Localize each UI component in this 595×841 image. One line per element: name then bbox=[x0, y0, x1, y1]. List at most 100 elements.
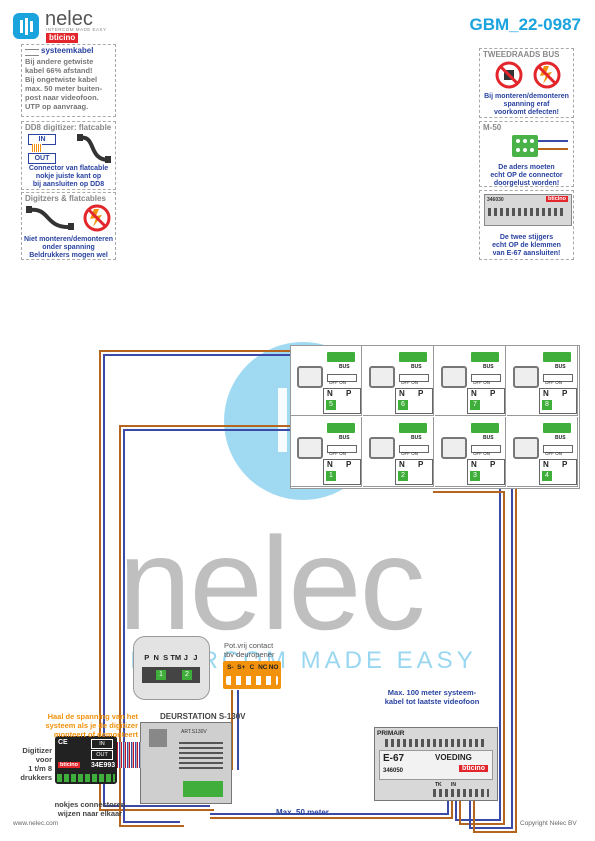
contact-title-line: tbv deuropener bbox=[224, 650, 275, 659]
note-line: echt OP de klemmen bbox=[492, 242, 561, 249]
nelec-logo: nelec INTERCOM MADE EASY bticino bbox=[13, 8, 123, 48]
camera-icon bbox=[149, 729, 167, 747]
cable-icon bbox=[25, 49, 39, 56]
p-label: P bbox=[562, 460, 568, 469]
videophone-number: 3 bbox=[470, 471, 480, 481]
terminal-marker: 2 bbox=[182, 670, 192, 680]
videophone-cell: BUS OFF ON N P 7 bbox=[435, 346, 506, 416]
cable-brown-riser1 bbox=[433, 491, 505, 825]
bus-label: BUS bbox=[555, 435, 566, 441]
note-line: wijzen naar elkaar bbox=[57, 809, 123, 818]
terminal-zoom-circle: P N S TM J J 1 2 bbox=[133, 636, 210, 700]
note-line: doorgelust worden! bbox=[493, 180, 560, 187]
n-label: N bbox=[543, 389, 549, 398]
terminal-label: S bbox=[163, 653, 169, 662]
digitizer-code: 34E993 bbox=[91, 762, 116, 769]
p-label: P bbox=[346, 460, 352, 469]
bus-connector bbox=[471, 423, 499, 433]
note-line: max. 50 meter buiten- bbox=[25, 84, 103, 93]
door-station: ART.S130V bbox=[140, 722, 232, 804]
videophone-cell: BUS OFF ON N P 6 bbox=[363, 346, 434, 416]
np-table: N P 6 bbox=[395, 388, 433, 414]
power-supply-e67: PRIMAIR E-67 VOEDING 346050 bticino TK I… bbox=[374, 727, 498, 801]
bus-connector bbox=[327, 352, 355, 362]
n-label: N bbox=[399, 389, 405, 398]
p-label: P bbox=[490, 389, 496, 398]
note-digitzers-flatcables: Digitzers & flatcables Niet monteren/dem… bbox=[21, 192, 116, 260]
label-line: 1 t/m 8 bbox=[28, 764, 52, 773]
no-plug-icon bbox=[495, 61, 523, 89]
note-systeemkabel: systeemkabel Bij andere getwiste kabel 6… bbox=[21, 44, 116, 117]
flatcable-icon bbox=[32, 144, 42, 152]
monitor-icon bbox=[441, 366, 467, 388]
switch-label: OFF ON bbox=[545, 451, 562, 456]
label-line: drukkers bbox=[20, 773, 52, 782]
videophone-number: 8 bbox=[542, 400, 552, 410]
videophone-number: 2 bbox=[398, 471, 408, 481]
note-line: UTP op aanvraag. bbox=[25, 102, 89, 111]
document-code: GBM_22-0987 bbox=[469, 15, 581, 34]
door-station-title: DEURSTATION S-130V bbox=[160, 712, 246, 721]
note-e67-stijgers: 346030 bticino De twee stijgers echt OP … bbox=[479, 190, 574, 260]
psu-terminal-in: IN bbox=[451, 782, 456, 788]
footer-url: www.nelec.com bbox=[13, 820, 59, 827]
bus-label: BUS bbox=[411, 364, 422, 370]
note-line: bij aansluiten op DD8 bbox=[32, 181, 105, 188]
switch-label: OFF ON bbox=[401, 380, 418, 385]
speaker-grille bbox=[179, 739, 223, 769]
contact-terminal-label: S+ bbox=[237, 664, 246, 671]
videophone-grid: BUS OFF ON N P 5 BUS OFF ON N P 6 bbox=[290, 345, 580, 489]
cable-length-note: Max. 100 meter systeem- kabel tot laatst… bbox=[372, 688, 492, 706]
psu-brand: bticino bbox=[459, 765, 488, 772]
videophone-cell: BUS OFF ON N P 1 bbox=[291, 417, 362, 487]
no-voltage-icon bbox=[533, 61, 561, 89]
note-title: TWEEDRAADS BUS bbox=[483, 50, 560, 59]
cable-blue-inner bbox=[123, 429, 290, 823]
note-line: van E-67 aansluiten! bbox=[492, 250, 561, 257]
bus-connector bbox=[399, 352, 427, 362]
monitor-icon bbox=[369, 437, 395, 459]
np-table: N P 7 bbox=[467, 388, 505, 414]
psu-name: VOEDING bbox=[435, 753, 472, 762]
note-line: Beldrukkers mogen wel bbox=[29, 252, 108, 259]
label-line: Digitizer bbox=[22, 746, 52, 755]
psu-top-terminals bbox=[385, 739, 485, 747]
out-port: OUT bbox=[28, 153, 56, 164]
note-m50: M-50 De aders moeten echt OP de connecto… bbox=[479, 121, 574, 187]
switch-label: OFF ON bbox=[473, 451, 490, 456]
np-table: N P 2 bbox=[395, 459, 433, 485]
terminal-label: TM bbox=[170, 653, 182, 662]
note-line: Bij ongetwiste kabel bbox=[25, 75, 98, 84]
videophone-number: 6 bbox=[398, 400, 408, 410]
note-line: Bij monteren/demonteren bbox=[484, 93, 569, 100]
hint-line: Haal de spanning van het bbox=[47, 712, 138, 721]
cable-blue-psu bbox=[210, 800, 449, 815]
contact-title: Pot.vrij contact tbv deuropener bbox=[224, 641, 274, 659]
contact-terminal-label: S- bbox=[227, 664, 234, 671]
digitizer-out-port: OUT bbox=[91, 750, 113, 760]
flatcable-wire-icon bbox=[26, 206, 74, 230]
note-title: M-50 bbox=[483, 123, 502, 132]
psu-bottom-terminals bbox=[433, 789, 489, 797]
np-table: N P 5 bbox=[323, 388, 361, 414]
contact-screws bbox=[226, 676, 278, 685]
note-dd8-flatcable: DD8 digitizer: flatcable IN OUT Connecto… bbox=[21, 121, 116, 190]
off-on-switch bbox=[543, 374, 573, 382]
digitizer: CE IN OUT bticino 34E993 bbox=[55, 736, 117, 784]
videophone-number: 1 bbox=[326, 471, 336, 481]
monitor-icon bbox=[441, 437, 467, 459]
np-table: N P 3 bbox=[467, 459, 505, 485]
n-label: N bbox=[471, 389, 477, 398]
videophone-number: 4 bbox=[542, 471, 552, 481]
wire-brown bbox=[538, 148, 568, 150]
off-on-switch bbox=[399, 445, 429, 453]
videophone-cell: BUS OFF ON N P 3 bbox=[435, 417, 506, 487]
nelec-logo-icon bbox=[13, 13, 39, 39]
off-on-switch bbox=[399, 374, 429, 382]
note-line: De aders moeten bbox=[498, 164, 555, 171]
max-50-meter-label: Max. 50 meter bbox=[276, 808, 329, 817]
n-label: N bbox=[399, 460, 405, 469]
monitor-icon bbox=[369, 366, 395, 388]
psu-terminal-tk: TK bbox=[435, 782, 442, 788]
contact-terminal: S- S+ C NC NO bbox=[223, 661, 281, 689]
